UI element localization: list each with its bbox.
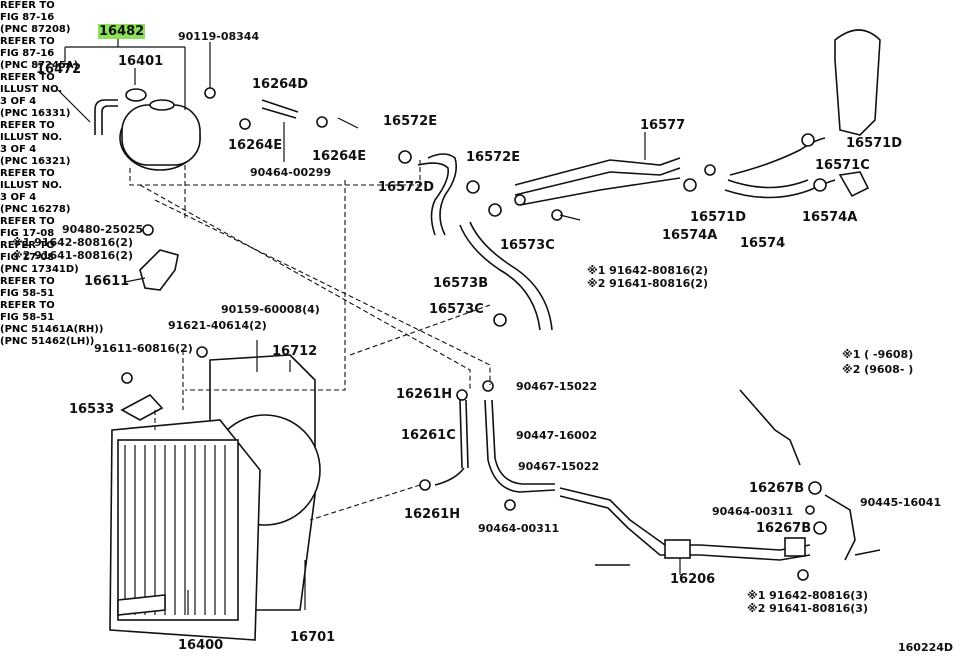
radiator xyxy=(109,419,261,641)
part-number-90445-16041[interactable]: 90445-16041 xyxy=(860,496,942,509)
part-number-90447-16002[interactable]: 90447-16002 xyxy=(516,429,598,442)
reference-illust-3of4-16278[interactable]: REFER TO ILLUST NO. 3 OF 4 (PNC 16278) xyxy=(0,168,71,215)
part-number-16573C-bottom[interactable]: 16573C xyxy=(429,302,484,317)
part-number-90480-25025[interactable]: 90480-25025 xyxy=(62,223,144,236)
part-number-90464-00311-right[interactable]: 90464-00311 xyxy=(712,505,794,518)
part-number-91642-80816-a[interactable]: ※1 91642-80816(2) xyxy=(12,236,133,249)
part-number-91621-40614[interactable]: 91621-40614(2) xyxy=(168,319,267,332)
reservoir-tank xyxy=(94,87,216,171)
part-number-16701[interactable]: 16701 xyxy=(290,630,336,645)
part-number-16572D[interactable]: 16572D xyxy=(378,180,435,195)
part-number-91641-80816-a[interactable]: ※2 91641-80816(2) xyxy=(12,249,133,262)
part-number-16533[interactable]: 16533 xyxy=(69,402,115,417)
bracket-16611 xyxy=(139,224,179,291)
part-number-16573C-top[interactable]: 16573C xyxy=(500,238,555,253)
part-number-16267B-bottom[interactable]: 16267B xyxy=(756,521,812,536)
part-number-16611[interactable]: 16611 xyxy=(84,274,130,289)
part-number-91642-80816-b[interactable]: ※1 91642-80816(2) xyxy=(587,264,708,277)
part-number-16264E-left[interactable]: 16264E xyxy=(228,138,283,153)
part-number-16577[interactable]: 16577 xyxy=(640,118,686,133)
reference-fig-87-16-87245A[interactable]: REFER TO FIG 87-16 (PNC 87245A) xyxy=(0,36,79,71)
reference-fig-58-51-upper[interactable]: REFER TO FIG 58-51 xyxy=(0,276,55,299)
part-number-16574A-left[interactable]: 16574A xyxy=(662,228,718,243)
part-number-16264D[interactable]: 16264D xyxy=(252,77,309,92)
note-2: ※2 (9608- ) xyxy=(842,363,914,376)
part-number-16482[interactable]: 16482 xyxy=(98,24,146,39)
part-number-91642-80816-c[interactable]: ※1 91642-80816(3) xyxy=(747,589,868,602)
reference-illust-3of4-16321[interactable]: REFER TO ILLUST NO. 3 OF 4 (PNC 16321) xyxy=(0,120,71,167)
part-number-16267B-top[interactable]: 16267B xyxy=(749,481,805,496)
part-number-16574[interactable]: 16574 xyxy=(740,236,786,251)
part-number-16206[interactable]: 16206 xyxy=(670,572,716,587)
part-number-90119-08344[interactable]: 90119-08344 xyxy=(178,30,260,43)
part-number-90464-00299[interactable]: 90464-00299 xyxy=(250,166,332,179)
reference-fig-87-16-87208[interactable]: REFER TO FIG 87-16 (PNC 87208) xyxy=(0,0,71,35)
part-number-16571C[interactable]: 16571C xyxy=(815,158,870,173)
part-number-16264E-right[interactable]: 16264E xyxy=(312,149,367,164)
reference-fig-17-08-17341D[interactable]: REFER TO FIG 17-08 (PNC 17341D) xyxy=(0,240,79,275)
part-number-16571D-bottom[interactable]: 16571D xyxy=(690,210,747,225)
part-number-16401[interactable]: 16401 xyxy=(118,54,164,69)
part-number-16472[interactable]: 16472 xyxy=(36,62,82,77)
part-number-16261C[interactable]: 16261C xyxy=(401,428,456,443)
diagram-id: 160224D xyxy=(898,641,954,654)
part-number-90467-15022-top[interactable]: 90467-15022 xyxy=(516,380,598,393)
part-number-90159-60008[interactable]: 90159-60008(4) xyxy=(221,303,320,316)
part-number-90467-15022-bottom[interactable]: 90467-15022 xyxy=(518,460,600,473)
part-number-16572E-top[interactable]: 16572E xyxy=(383,114,438,129)
reference-fig-17-08[interactable]: REFER TO FIG 17-08 xyxy=(0,216,55,239)
part-number-16571D-top[interactable]: 16571D xyxy=(846,136,903,151)
part-number-16400[interactable]: 16400 xyxy=(178,638,224,653)
note-1: ※1 ( -9608) xyxy=(842,348,914,361)
part-number-16573B[interactable]: 16573B xyxy=(433,276,489,291)
part-number-91641-80816-c[interactable]: ※2 91641-80816(3) xyxy=(747,602,868,615)
part-number-16712[interactable]: 16712 xyxy=(272,344,318,359)
part-number-16572E-mid[interactable]: 16572E xyxy=(466,150,521,165)
part-number-16574A-right[interactable]: 16574A xyxy=(802,210,858,225)
part-number-90464-00311-left[interactable]: 90464-00311 xyxy=(478,522,560,535)
part-number-91611-60816[interactable]: 91611-60816(2) xyxy=(94,342,193,355)
reference-fig-58-51-lower[interactable]: REFER TO FIG 58-51 (PNC 51461A(RH)) (PNC… xyxy=(0,300,104,347)
reference-illust-3of4-16331[interactable]: REFER TO ILLUST NO. 3 OF 4 (PNC 16331) xyxy=(0,72,71,119)
part-number-91641-80816-b[interactable]: ※2 91641-80816(2) xyxy=(587,277,708,290)
part-number-16261H-top[interactable]: 16261H xyxy=(396,387,453,402)
part-number-16261H-bottom[interactable]: 16261H xyxy=(404,507,461,522)
